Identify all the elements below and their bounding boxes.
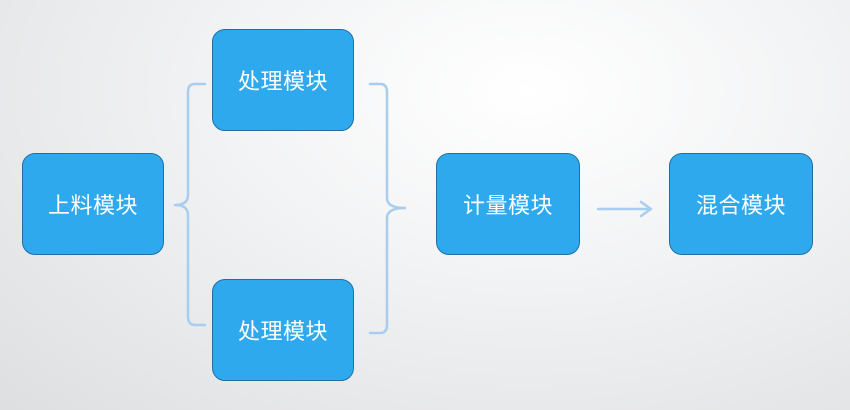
metering-module-box: 计量模块 <box>436 153 580 255</box>
mixing-module-box: 混合模块 <box>669 153 813 255</box>
process-module-top-box: 处理模块 <box>212 29 354 131</box>
feed-module-box: 上料模块 <box>22 153 164 255</box>
metering-to-mixing-arrow <box>596 200 653 218</box>
metering-module-label: 计量模块 <box>462 194 553 219</box>
feed-module-label: 上料模块 <box>47 194 138 219</box>
process-module-top-label: 处理模块 <box>237 70 328 95</box>
right-brace-connector <box>368 82 407 335</box>
process-module-bottom-box: 处理模块 <box>212 279 354 381</box>
left-brace-connector <box>173 82 207 327</box>
mixing-module-label: 混合模块 <box>695 194 786 219</box>
process-module-bottom-label: 处理模块 <box>237 320 328 345</box>
